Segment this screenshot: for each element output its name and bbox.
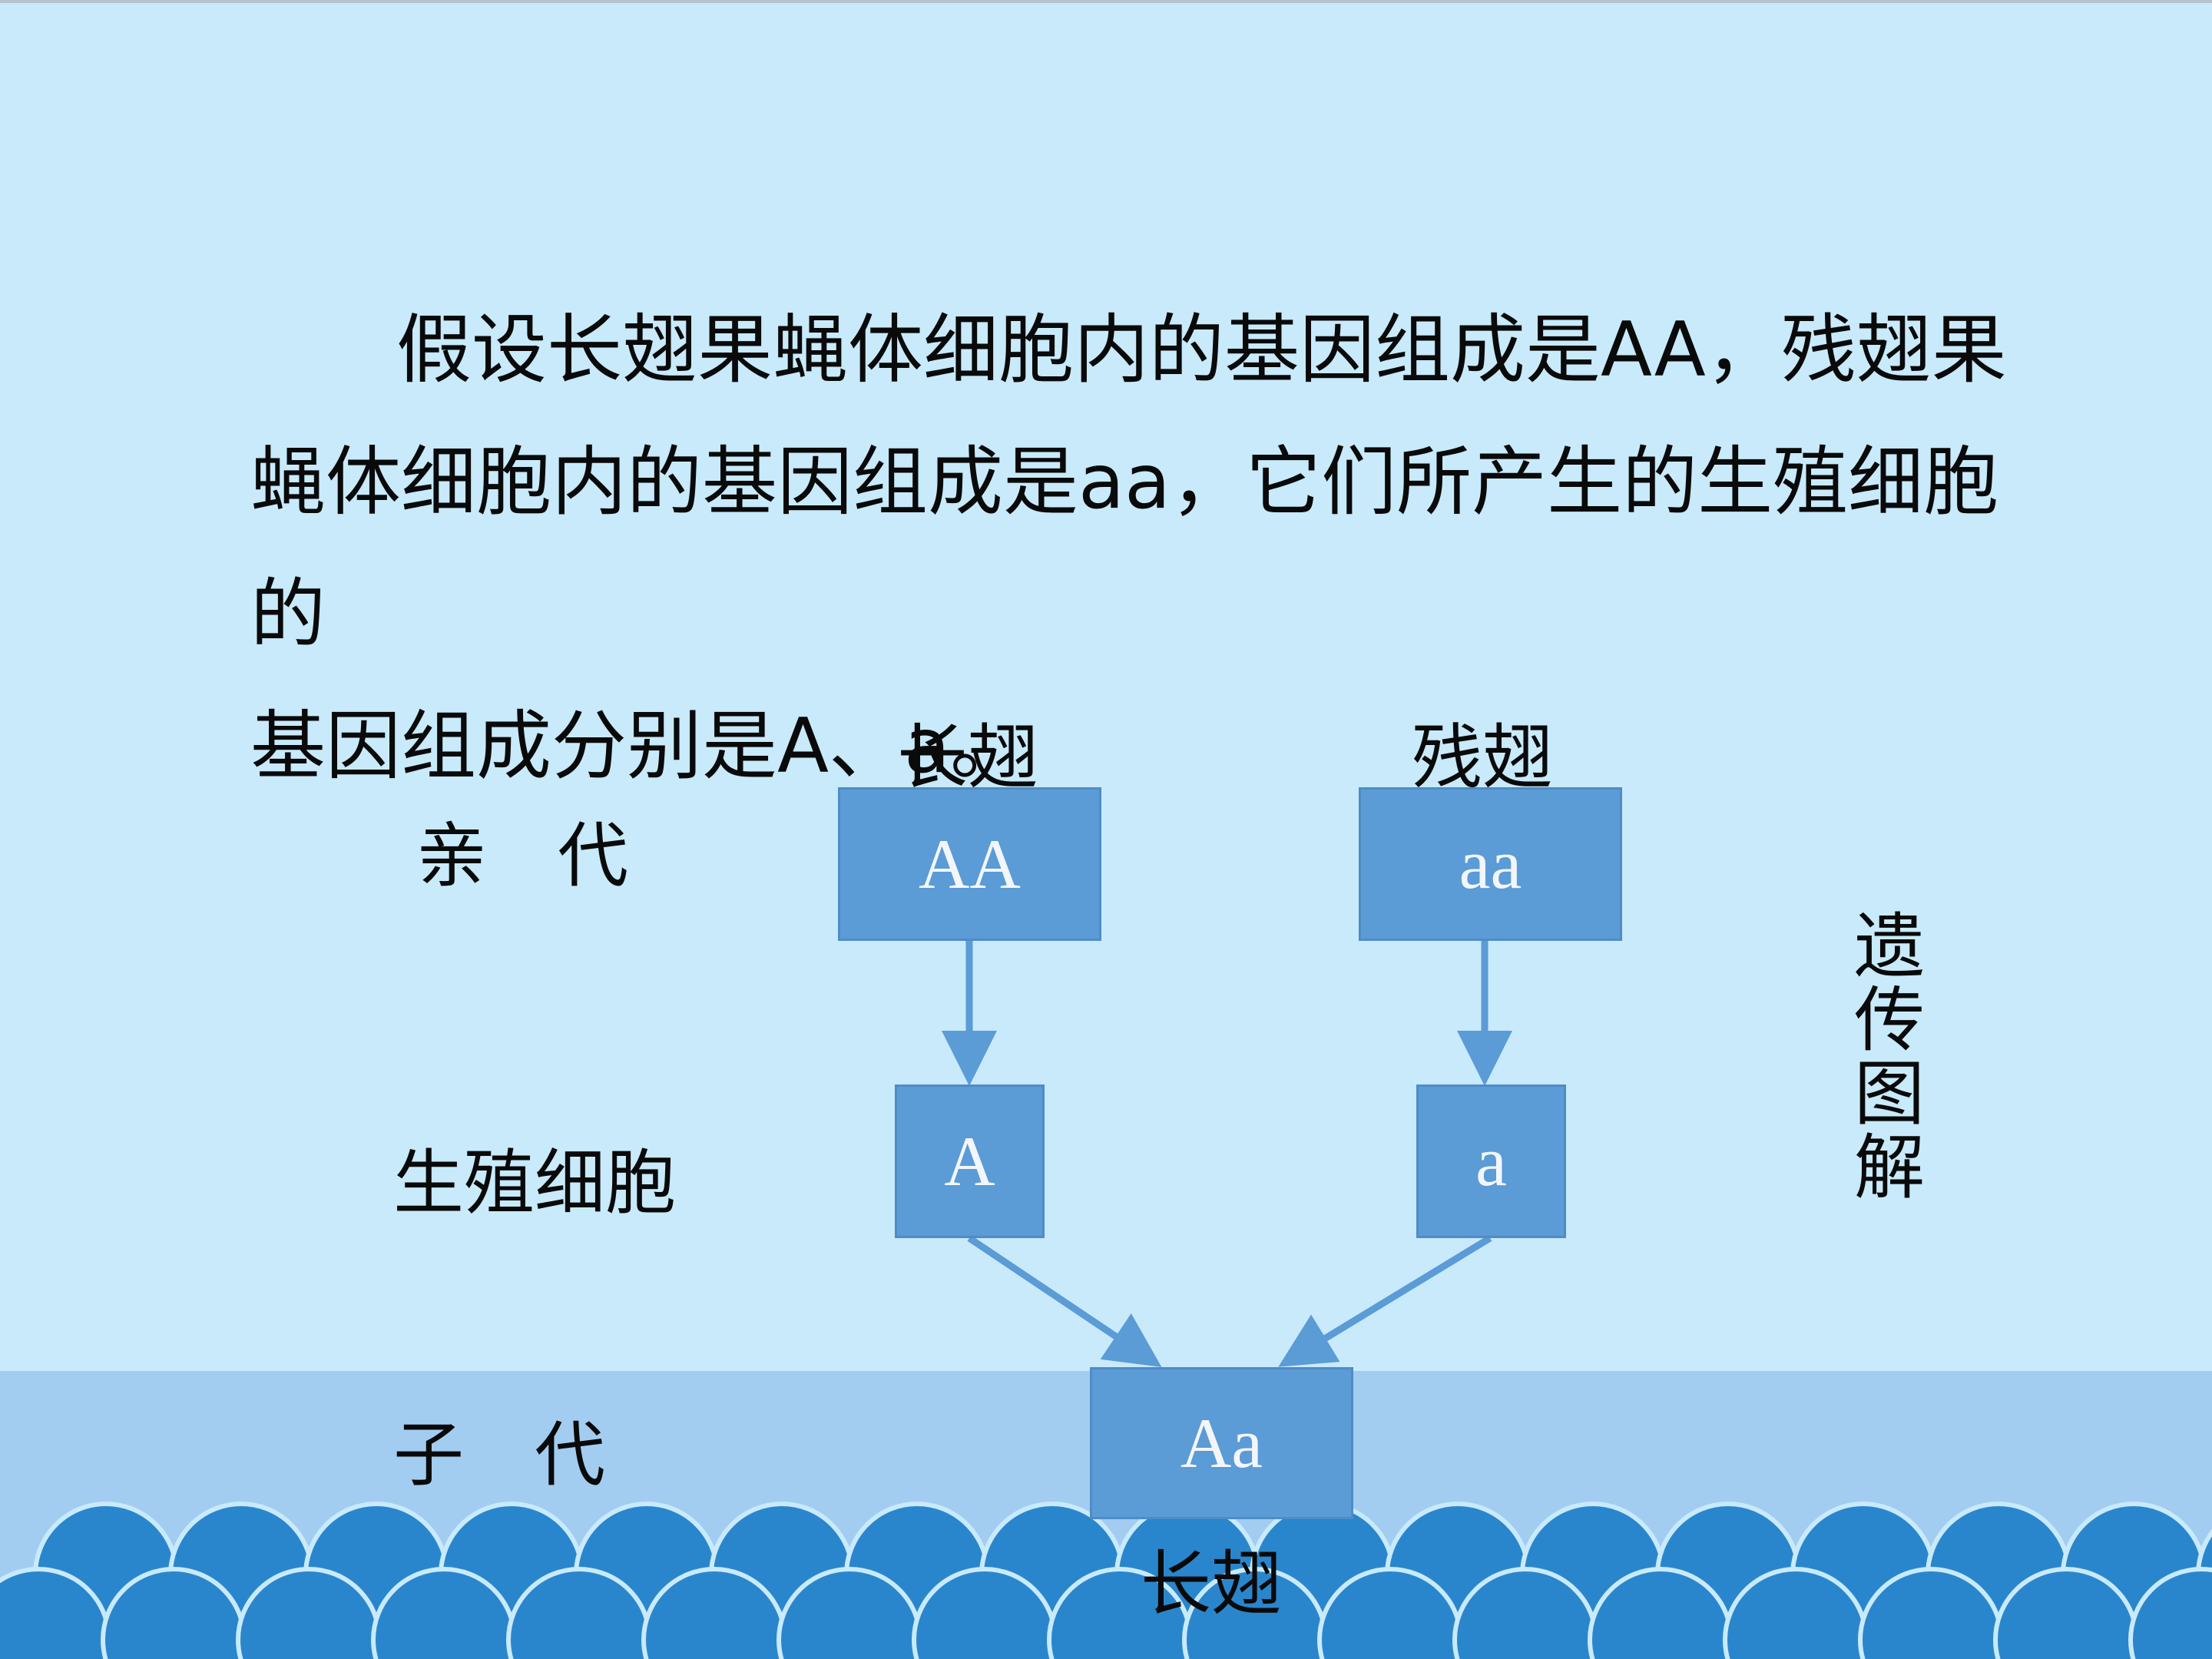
arrow-gamete-right-to-offspring	[1278, 1235, 1492, 1367]
parent-right-trait-label: 残翅	[1412, 717, 1554, 799]
arrow-gamete-left-to-offspring	[967, 1235, 1162, 1368]
parent-right-genotype-box: aa	[1359, 787, 1622, 941]
parent-left-trait-label: 长翅	[897, 717, 1039, 799]
top-border	[0, 0, 2212, 3]
scallop	[2128, 1567, 2212, 1659]
parent-left-genotype-box: AA	[838, 787, 1101, 941]
paragraph-line-2: 蝇体细胞内的基因组成是aa，它们所产生的生殖细胞的	[250, 439, 1999, 658]
row-label-gamete: 生殖细胞	[393, 1142, 677, 1224]
parent-left-genotype: AA	[919, 825, 1021, 903]
offspring-genotype-box: Aa	[1090, 1367, 1353, 1519]
gamete-right-genotype: a	[1475, 1122, 1507, 1200]
parent-right-genotype: aa	[1459, 825, 1522, 903]
paragraph-line-3: 基因组成分别是A、a。	[250, 703, 1026, 790]
row-label-parent: 亲 代	[416, 815, 629, 897]
explanation-paragraph: 假设长翅果蝇体细胞内的基因组成是AA，残翅果 蝇体细胞内的基因组成是aa，它们所…	[250, 284, 2040, 813]
gamete-left-genotype: A	[944, 1122, 995, 1200]
offspring-trait-label: 长翅	[1141, 1543, 1283, 1625]
gamete-left-box: A	[895, 1084, 1045, 1238]
gamete-right-box: a	[1416, 1084, 1566, 1238]
paragraph-line-1: 假设长翅果蝇体细胞内的基因组成是AA，残翅果	[396, 306, 2007, 394]
side-title-vertical: 遗传图解	[1853, 906, 1925, 1209]
offspring-genotype: Aa	[1180, 1404, 1263, 1482]
row-label-offspring: 子 代	[393, 1414, 606, 1496]
scallop-decoration: #scallop-row1 circle{stroke:#c8eafb;stro…	[0, 1502, 2212, 1659]
